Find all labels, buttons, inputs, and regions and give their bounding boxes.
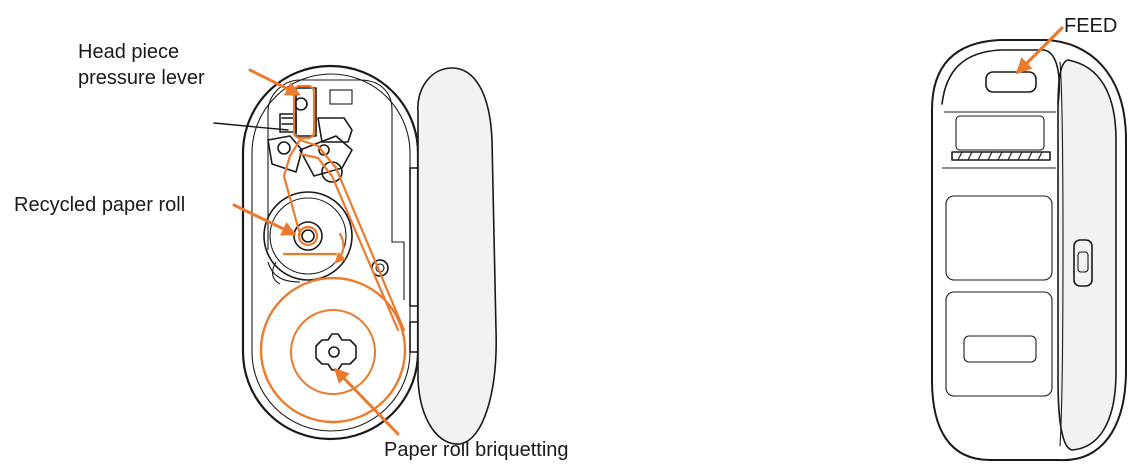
tear-bar [951,151,1051,161]
arrow-recycled-roll [232,203,297,236]
lid-hinge-upper [409,167,419,307]
label-feed: FEED [1064,15,1118,37]
closed-printer [931,26,1127,462]
spool-rotation-arrow [334,232,347,264]
label-paper-roll-briquetting: Paper roll briquetting [384,439,569,461]
paper-path-inner [298,152,400,332]
lid-hinge-lower [409,321,419,353]
roller-medium [321,161,343,183]
head-piece-mechanism [267,87,353,183]
feed-button [985,71,1037,93]
label-recycled-paper-roll: Recycled paper roll [14,194,186,216]
open-printer [213,64,497,445]
top-cap [941,49,1061,105]
paper-path [282,138,406,332]
arrow-feed [1015,26,1064,75]
recycled-roll-assembly [263,191,353,285]
paper-roll-inner-orange [290,309,376,395]
label-head-piece: Head piece [78,41,180,63]
side-panel [1057,59,1117,451]
paper-roll-outer-orange [259,276,407,424]
callout-arrows [232,68,400,436]
arrow-lever [248,68,301,96]
paper-slot [955,115,1045,151]
paper-roll-hub [315,333,357,371]
leader-line [213,122,289,131]
printer-body-inner [251,73,411,432]
front-panel-upper [945,195,1053,281]
side-latch [1073,239,1093,287]
front-panel-lower [945,291,1053,397]
roller-small [277,141,291,155]
cavity-step [267,261,301,283]
arrow-briquetting [333,367,400,436]
closed-printer-body [931,39,1127,462]
lever-highlight [292,84,316,140]
spool-hub-orange [297,225,319,247]
label-window [963,335,1037,363]
paper-roll [259,276,407,424]
cavity-outline [267,79,405,300]
printer-lid [417,67,497,445]
label-pressure-lever: pressure lever [78,67,205,89]
